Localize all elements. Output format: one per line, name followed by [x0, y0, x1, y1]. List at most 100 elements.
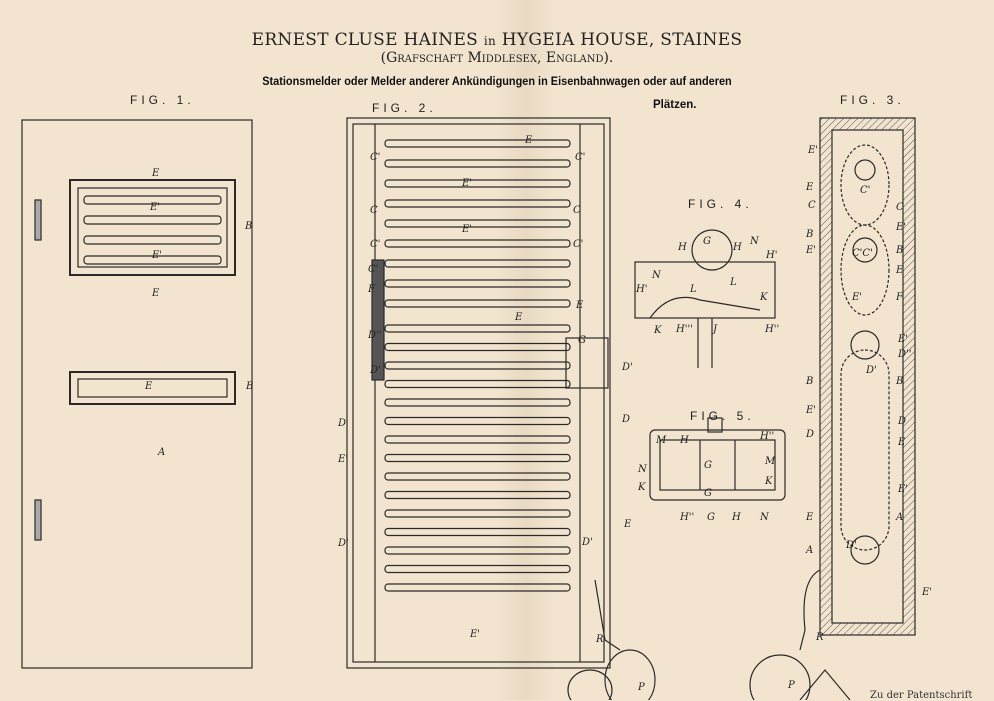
fig2-slat — [384, 435, 571, 444]
fig4-part-label: L — [689, 284, 697, 295]
inventor-place: HYGEIA HOUSE, STAINES — [501, 30, 743, 50]
fig2-slat — [384, 342, 571, 352]
fig2-part-label: F — [367, 284, 376, 295]
fig2-part-label: D — [621, 414, 630, 425]
fig2-slat — [384, 379, 571, 389]
fig2-part-label: G — [578, 335, 586, 346]
fig3-part-label: C' — [860, 185, 870, 196]
fig4-part-label: K — [653, 325, 662, 336]
fig2-part-label: C' — [370, 152, 380, 163]
fig3-part-label: E — [805, 512, 814, 523]
fig2-part-label: D'' — [367, 330, 382, 341]
bottom-part-label: R — [815, 632, 824, 643]
fig5-part-label: H'' — [759, 431, 774, 442]
fig5-detail — [649, 417, 786, 501]
fig5-part-label: G — [707, 512, 715, 523]
fig3-part-label: F — [895, 292, 904, 303]
fig3-part-label: A — [805, 545, 813, 556]
fig2-slat — [384, 509, 571, 518]
fig2-part-label: D' — [621, 362, 633, 373]
fig4-part-label: G — [703, 236, 711, 247]
fig3-part-label: C — [896, 202, 904, 213]
fig2-part-label: E' — [461, 224, 472, 235]
fig3-part-label: E — [805, 182, 814, 193]
fig2-slat — [384, 416, 571, 426]
fig3-part-label: C'C' — [852, 248, 873, 259]
fig5-part-label: G — [704, 488, 712, 499]
fig5-part-label: H — [679, 435, 689, 446]
fig2-slat — [384, 361, 571, 370]
fig4-part-label: K — [759, 292, 768, 303]
fig2-mechanism — [346, 117, 611, 669]
fig2-part-label: E — [623, 519, 632, 530]
fig2-part-label: C' — [368, 264, 378, 275]
fig4-part-label: H'' — [764, 324, 779, 335]
air-bulbs — [567, 569, 851, 700]
fig3-part-label: E — [897, 437, 906, 448]
fig2-slat — [384, 324, 571, 333]
fig2-slat — [384, 179, 571, 188]
fig1-title: FIG. 1. — [130, 93, 195, 107]
fig1-slat — [83, 195, 222, 205]
fig2-slat — [384, 472, 571, 481]
fig4-part-label: J — [711, 324, 718, 335]
fig4-part-label: H' — [765, 250, 777, 261]
fig2-part-label: D — [337, 418, 346, 429]
fig5-part-label: K — [637, 482, 646, 493]
fig2-slat — [384, 527, 571, 537]
fig3-part-label: E' — [921, 587, 932, 598]
fig5-part-label: K — [764, 476, 773, 487]
fig1-slat — [83, 215, 222, 225]
fig1-slat — [83, 235, 222, 245]
fig2-part-label: C' — [573, 239, 583, 250]
fig1-part-label: E — [151, 288, 160, 299]
fig2-part-label: D' — [581, 537, 593, 548]
patent-title-line2: Plätzen. — [653, 99, 697, 111]
fig3-part-label: D — [897, 416, 906, 427]
fig5-part-label: N — [759, 512, 770, 523]
fig4-part-label: H' — [635, 284, 647, 295]
fig2-slat — [384, 159, 571, 168]
fig3-part-label: B — [895, 376, 903, 387]
fig2-part-label: E' — [461, 178, 472, 189]
fig4-part-label: H — [677, 242, 687, 253]
fig2-slat — [384, 398, 571, 407]
fig2-part-label: E' — [337, 454, 348, 465]
fig3-part-label: D'' — [897, 349, 912, 360]
fig3-part-label: A — [895, 512, 903, 523]
fig5-part-label: M — [655, 435, 667, 446]
fig1-part-label: E' — [151, 250, 162, 261]
fig2-part-label: C — [573, 205, 581, 216]
fig5-part-label: H — [731, 512, 741, 523]
fig5-part-label: G — [704, 460, 712, 471]
fig2-part-label: C' — [370, 239, 380, 250]
fig1-part-label: E — [151, 168, 160, 179]
fig5-title: FIG. 5. — [690, 409, 755, 423]
fig1-part-label: B — [245, 381, 253, 392]
fig2-part-label: C' — [575, 152, 585, 163]
fig2-slat — [384, 453, 571, 463]
fig4-title: FIG. 4. — [688, 197, 753, 211]
fig3-part-label: B — [805, 376, 813, 387]
patent-title: Stationsmelder oder Melder anderer Ankün… — [262, 76, 732, 88]
fig3-section — [819, 117, 916, 636]
county-line: (Grafschaft Middlesex, England). — [380, 50, 614, 66]
fig2-slat — [384, 299, 571, 308]
inventor-line: ERNEST CLUSE HAINES in HYGEIA HOUSE, STA… — [0, 30, 994, 50]
fig3-part-label: D — [805, 429, 814, 440]
fig3-part-label: D' — [845, 540, 857, 551]
fig1-part-label: E — [144, 381, 153, 392]
fig2-part-label: E — [524, 135, 533, 146]
fig2-slat — [384, 279, 571, 288]
fig4-part-label: N — [651, 270, 662, 281]
fig4-part-label: N — [749, 236, 760, 247]
fig3-part-label: E' — [897, 484, 908, 495]
fig4-part-label: L — [729, 277, 737, 288]
in-word: in — [483, 34, 496, 48]
fig2-part-label: E — [575, 300, 584, 311]
fig3-part-label: E' — [807, 145, 818, 156]
fig2-slat — [384, 583, 571, 592]
fig3-part-label: E' — [805, 245, 816, 256]
bottom-part-label: P — [787, 680, 795, 691]
